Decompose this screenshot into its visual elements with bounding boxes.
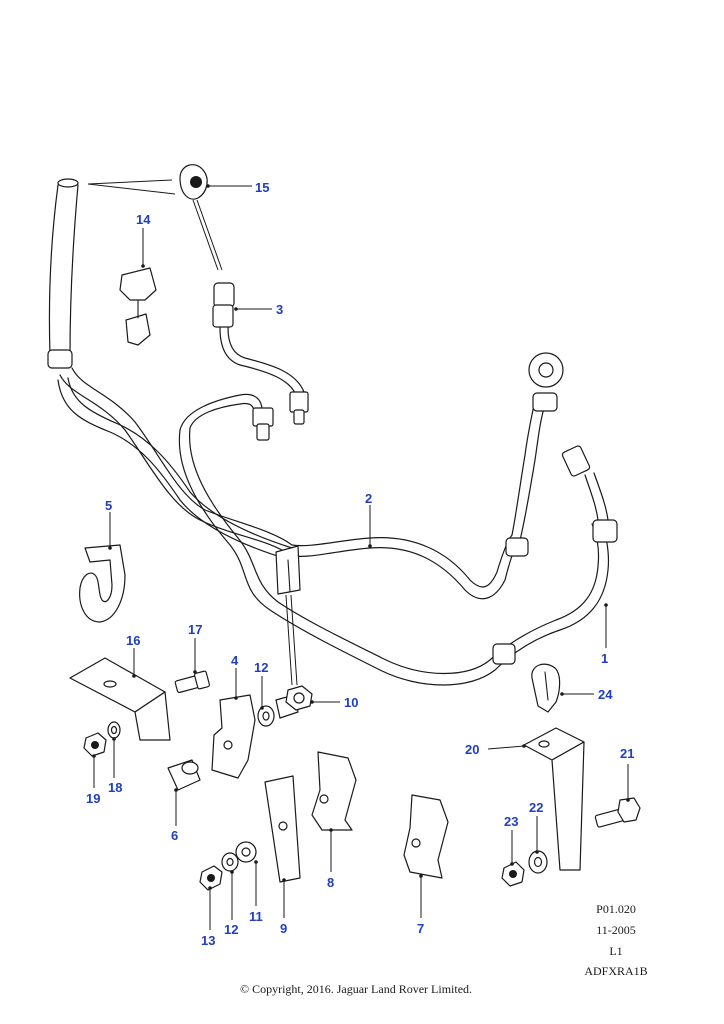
pipe-nut-right — [561, 445, 591, 477]
bolt-part-21 — [594, 797, 641, 828]
callout-10: 10 — [344, 695, 358, 710]
hose-part-1 — [59, 352, 564, 600]
leader-lines — [87, 179, 630, 930]
washer-part-12a — [257, 705, 275, 727]
reference-date: 11-2005 — [596, 923, 636, 937]
washer-part-18 — [107, 721, 121, 739]
bracket-part-7 — [403, 794, 449, 879]
callout-24: 24 — [598, 687, 613, 702]
hose-ferrule-top — [532, 392, 558, 412]
hose-ferrule-mid — [505, 537, 529, 557]
plate-part-9 — [264, 775, 301, 883]
pipe-center-clip — [275, 545, 301, 595]
reference-code: P01.020 — [596, 902, 636, 916]
callout-2: 2 — [365, 491, 372, 506]
callout-1: 1 — [601, 651, 608, 666]
bracket-part-4 — [211, 694, 256, 779]
callout-16: 16 — [126, 633, 140, 648]
bolt-part-17 — [174, 670, 211, 694]
nut-part-19 — [83, 732, 107, 757]
callout-labels: 15 14 3 2 1 5 16 17 4 12 10 19 18 6 13 1… — [86, 180, 634, 948]
sleeve-part-6 — [167, 759, 201, 791]
callout-17: 17 — [188, 622, 202, 637]
washer-part-22 — [528, 850, 548, 874]
callout-9: 9 — [280, 921, 287, 936]
copyright-notice: © Copyright, 2016. Jaguar Land Rover Lim… — [240, 982, 472, 996]
callout-3: 3 — [276, 302, 283, 317]
callout-12-upper: 12 — [254, 660, 268, 675]
callout-14: 14 — [136, 212, 151, 227]
nut-part-23 — [501, 861, 525, 887]
clip-part-14 — [119, 267, 157, 346]
bracket-part-20 — [523, 727, 585, 871]
reference-image-id: ADFXRA1B — [584, 964, 647, 978]
callout-21: 21 — [620, 746, 634, 761]
callout-18: 18 — [108, 780, 122, 795]
nut-part-13 — [199, 865, 223, 891]
callout-11: 11 — [249, 909, 263, 924]
brake-pipe-part-2 — [57, 377, 618, 686]
pipe-ferrule-lower — [492, 643, 516, 665]
callout-19: 19 — [86, 791, 100, 806]
callout-23: 23 — [504, 814, 518, 829]
callout-13: 13 — [201, 933, 215, 948]
callout-20: 20 — [465, 742, 479, 757]
callout-5: 5 — [105, 498, 112, 513]
pipe-ferrule-right — [592, 519, 618, 543]
clip-part-15 — [179, 164, 208, 200]
callout-15: 15 — [255, 180, 269, 195]
callout-4: 4 — [231, 653, 239, 668]
callout-8: 8 — [327, 875, 334, 890]
bolt-part-10 — [275, 685, 313, 719]
hose-upper-left — [47, 178, 79, 369]
reference-block: P01.020 11-2005 L1 ADFXRA1B — [584, 902, 647, 978]
washer-part-11 — [235, 841, 257, 863]
callout-22: 22 — [529, 800, 543, 815]
callout-6: 6 — [171, 828, 178, 843]
clip-part-5 — [79, 544, 126, 623]
bracket-part-16 — [69, 657, 171, 741]
washer-part-12b — [221, 852, 239, 872]
callout-7: 7 — [417, 921, 424, 936]
callout-12-lower: 12 — [224, 922, 238, 937]
bracket-part-8 — [311, 751, 357, 831]
pipe-part-3 — [212, 282, 309, 425]
pipe-nut-inner — [252, 407, 274, 427]
reference-level: L1 — [609, 944, 622, 958]
clip-part-24 — [531, 663, 561, 713]
